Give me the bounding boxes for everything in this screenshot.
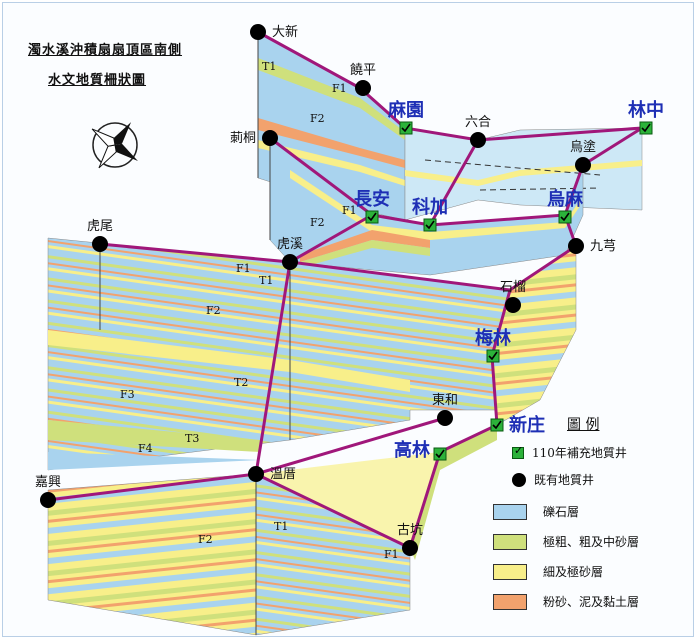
new-well-check-wuma [560, 212, 570, 222]
layer-label-main-f1: F1 [236, 262, 251, 275]
existing-well-huxi [282, 254, 298, 270]
new-well-check-gaolin [435, 449, 445, 459]
legend-label-gravel: 礫石層 [543, 505, 580, 519]
new-well-wuma [558, 210, 572, 224]
new-well-gaolin [433, 447, 447, 461]
label-shiliu: 石榴 [500, 280, 526, 295]
label-huwei: 虎尾 [87, 219, 113, 234]
layer-label-main-t1: T1 [259, 274, 273, 287]
label-jiaxing: 嘉興 [35, 475, 61, 490]
well-labels: 大新饒平莿桐 六合烏塗虎尾虎溪 九芎石榴東和嘉興 溫厝古坑 麻園 林中長安科加 烏麻梅林新庄… [35, 24, 664, 538]
legend-swatch-coarse-sand [493, 533, 527, 550]
legend-item-silt-clay: 粉砂、泥及黏土層 [493, 593, 639, 610]
existing-well-wencuo [248, 466, 264, 482]
legend-title: 圖 例 [567, 417, 600, 433]
new-well-check-xinzhuang [492, 420, 502, 430]
new-wells [365, 121, 653, 461]
label-jiuqiong: 九芎 [590, 239, 616, 254]
layer-label-litong-f2: F2 [310, 216, 325, 229]
label-gaolin: 高林 [394, 439, 430, 461]
layer-label-south-t1: T1 [274, 520, 288, 533]
label-xinzhuang: 新庄 [509, 414, 545, 436]
layer-label-main-f2: F2 [206, 304, 221, 317]
well-bore-lines [99, 32, 291, 635]
legend-existing-well-label: 既有地質井 [534, 473, 595, 487]
layer-label-daxin-t1: T1 [262, 60, 276, 73]
label-gukeng: 古坑 [397, 523, 423, 538]
label-daxin: 大新 [272, 24, 298, 40]
legend-swatch-gravel [493, 503, 527, 520]
legend-label-silt-clay: 粉砂、泥及黏土層 [543, 595, 640, 609]
new-well-xinzhuang [490, 418, 504, 432]
existing-well-jiuqiong [568, 238, 584, 254]
layer-label-main-t2: T2 [234, 376, 248, 389]
new-well-mayuan [399, 121, 413, 135]
existing-well-gukeng [402, 540, 418, 556]
existing-well-liuhe [470, 132, 486, 148]
label-huxi: 虎溪 [277, 237, 303, 252]
legend-label-fine-sand: 細及極砂層 [543, 565, 604, 579]
new-well-check-meilin [488, 351, 498, 361]
legend-item-gravel: 礫石層 [493, 503, 579, 520]
legend-new-well-label: 110年補充地質井 [532, 446, 627, 460]
label-meilin: 梅林 [475, 327, 511, 349]
label-litong: 莿桐 [230, 131, 256, 146]
label-wuma: 烏麻 [547, 188, 584, 210]
label-wencuo: 溫厝 [270, 467, 296, 482]
label-raoping: 饒平 [350, 62, 376, 78]
existing-well-donghe [437, 410, 453, 426]
layer-label-gukeng-f1: F1 [384, 548, 399, 561]
layer-label-raoping-f2: F2 [310, 112, 325, 125]
existing-well-huwei [92, 236, 108, 252]
layer-label-main-t3: T3 [185, 432, 199, 445]
legend-new-well: 110年補充地質井 [512, 444, 627, 461]
layer-label-litong-f1: F1 [342, 204, 357, 217]
legend-existing-well: 既有地質井 [512, 471, 594, 488]
new-well-check-linzhong [641, 123, 651, 133]
label-linzhong: 林中 [628, 99, 664, 121]
label-mayuan: 麻園 [387, 99, 424, 121]
layer-label-south-f2: F2 [198, 533, 213, 546]
existing-well-wutu [575, 157, 591, 173]
new-well-changan [365, 210, 379, 224]
layer-label-raoping-f1: F1 [332, 82, 347, 95]
layer-label-main-f4: F4 [138, 442, 153, 455]
existing-well-daxin [250, 24, 266, 40]
legend-item-fine-sand: 細及極砂層 [493, 563, 603, 580]
legend-swatch-silt-clay [493, 593, 527, 610]
new-well-kejia [423, 218, 437, 232]
new-well-check-mayuan [401, 123, 411, 133]
existing-well-shiliu [505, 297, 521, 313]
panel-main-west [47, 237, 521, 471]
existing-well-litong [262, 130, 278, 146]
new-well-icon [512, 444, 524, 459]
existing-well-icon [512, 472, 526, 487]
existing-wells [40, 24, 591, 556]
new-well-check-kejia [425, 220, 435, 230]
label-wutu: 烏塗 [570, 139, 596, 155]
existing-well-jiaxing [40, 492, 56, 508]
legend-label-coarse-sand: 極粗、粗及中砂層 [543, 535, 640, 549]
new-well-check-changan [367, 212, 377, 222]
new-well-linzhong [639, 121, 653, 135]
title-line-2: 水文地質柵狀圖 [48, 73, 147, 88]
label-donghe: 東和 [432, 392, 458, 408]
compass-rose-icon [91, 122, 138, 169]
panel-south [47, 425, 497, 636]
legend-swatch-fine-sand [493, 563, 527, 580]
existing-well-raoping [355, 80, 371, 96]
title-line-1: 濁水溪沖積扇扇頂區南側 [28, 43, 183, 58]
legend-item-coarse-sand: 極粗、粗及中砂層 [493, 533, 639, 550]
label-liuhe: 六合 [465, 115, 491, 130]
layer-label-main-f3: F3 [120, 388, 135, 401]
new-well-meilin [486, 349, 500, 363]
label-kejia: 科加 [412, 196, 448, 218]
label-changan: 長安 [354, 188, 390, 210]
